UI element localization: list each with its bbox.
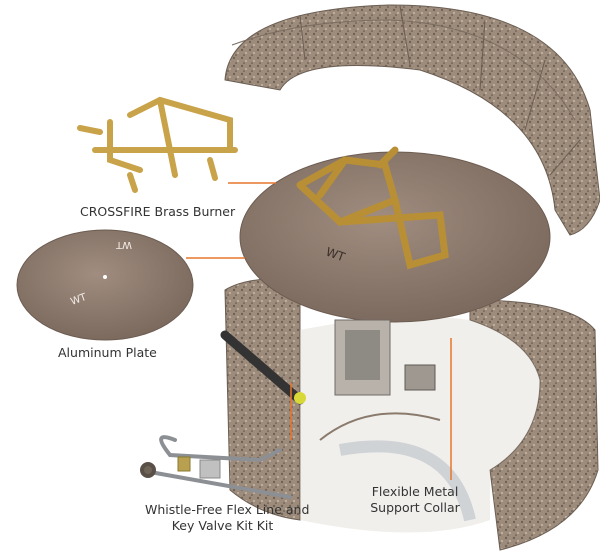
collar-label-line-2: Support Collar — [370, 500, 460, 515]
flex-line-label: Whistle-Free Flex Line and Key Valve Kit… — [145, 502, 310, 534]
burner-label: CROSSFIRE Brass Burner — [80, 204, 236, 219]
flex-line-kit-image — [140, 435, 292, 499]
flex-line-installed — [220, 330, 305, 405]
plate-marking: WT — [324, 245, 347, 265]
flex-line-label-line-2: Key Valve Kit Kit — [171, 518, 274, 533]
plate-marking: WT — [115, 239, 132, 250]
installed-burner — [296, 146, 449, 270]
stone-joints — [299, 5, 581, 176]
plate-marking: WT — [69, 292, 89, 308]
flex-line-label-line-1: Whistle-Free Flex Line and — [145, 502, 310, 517]
collar-label: Flexible Metal Support Collar — [365, 484, 465, 516]
upper-stone-ring — [224, 4, 600, 236]
crossfire-burner-image — [77, 96, 238, 193]
aluminum-plate-installed — [239, 151, 551, 323]
lower-stone-ring — [224, 278, 301, 521]
support-collar — [338, 440, 476, 522]
collar-label-line-1: Flexible Metal — [371, 484, 459, 499]
valve — [404, 364, 436, 391]
plate-label: Aluminum Plate — [58, 345, 157, 360]
leader-lines — [186, 182, 452, 480]
aluminum-plate-image — [16, 229, 194, 341]
